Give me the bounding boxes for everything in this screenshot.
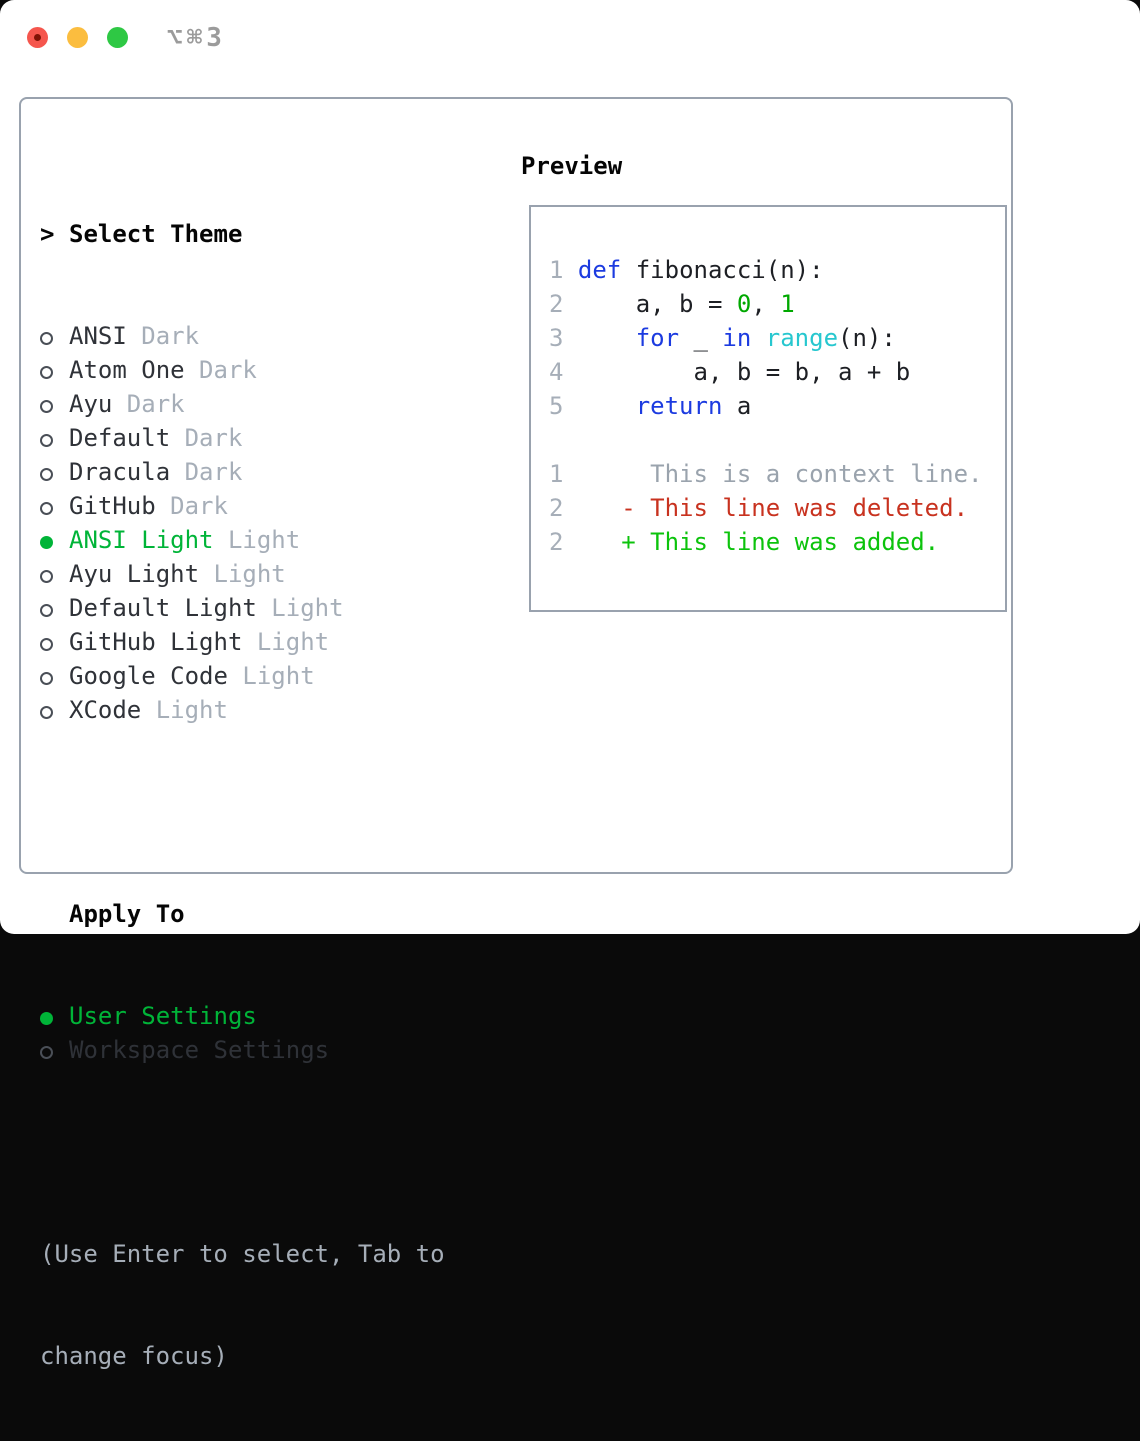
radio-icon: [40, 332, 53, 345]
theme-name: Google Code: [69, 662, 228, 690]
theme-option[interactable]: XCode Light: [40, 693, 445, 727]
line-number: 2: [549, 290, 578, 318]
line-number: 2: [549, 528, 563, 556]
theme-name: Ayu: [69, 390, 112, 418]
radio-icon: [40, 1046, 53, 1059]
radio-selected-icon: [40, 536, 53, 549]
theme-name: XCode: [69, 696, 141, 724]
code-line: 5 return a: [549, 389, 1005, 423]
traffic-light-minimize-icon[interactable]: [67, 27, 88, 48]
theme-option[interactable]: Default Dark: [40, 421, 445, 455]
diff-line-deleted: 2 - This line was deleted.: [549, 491, 1005, 525]
theme-name: ANSI: [69, 322, 127, 350]
theme-variant: Dark: [156, 492, 228, 520]
select-theme-title: Select Theme: [69, 220, 242, 248]
apply-option[interactable]: User Settings: [40, 999, 445, 1033]
radio-icon: [40, 706, 53, 719]
theme-option[interactable]: Ayu Dark: [40, 387, 445, 421]
theme-option[interactable]: Atom One Dark: [40, 353, 445, 387]
theme-variant: Light: [228, 662, 315, 690]
hint-text-line-2: change focus): [40, 1339, 445, 1373]
radio-icon: [40, 604, 53, 617]
theme-variant: Dark: [112, 390, 184, 418]
theme-name: Dracula: [69, 458, 170, 486]
theme-variant: Light: [242, 628, 329, 656]
theme-option[interactable]: Default Light Light: [40, 591, 445, 625]
radio-icon: [40, 638, 53, 651]
radio-icon: [40, 468, 53, 481]
apply-option[interactable]: Workspace Settings: [40, 1033, 445, 1067]
preview-title: Preview: [521, 149, 1007, 183]
blank-line: [549, 423, 1005, 457]
theme-name: ANSI Light: [69, 526, 214, 554]
theme-variant: Dark: [170, 424, 242, 452]
cursor-prefix-icon: >: [40, 217, 69, 251]
radio-selected-icon: [40, 1012, 53, 1025]
radio-icon: [40, 502, 53, 515]
code-line: 1 def fibonacci(n):: [549, 253, 1005, 287]
spacer: [40, 795, 445, 829]
line-number: 1: [549, 256, 578, 284]
theme-variant: Light: [141, 696, 228, 724]
theme-variant: Dark: [170, 458, 242, 486]
radio-icon: [40, 400, 53, 413]
apply-to-header: Apply To: [40, 897, 445, 931]
theme-variant: Dark: [185, 356, 257, 384]
spacer: [40, 1135, 445, 1169]
diff-line-context: 1 This is a context line.: [549, 457, 1005, 491]
code-line: 3 for _ in range(n):: [549, 321, 1005, 355]
apply-label: Workspace Settings: [69, 1036, 329, 1064]
line-number: 1: [549, 460, 563, 488]
traffic-light-close-icon[interactable]: [27, 27, 48, 48]
line-number: 4: [549, 358, 578, 386]
close-dot-icon: [34, 34, 41, 41]
line-number: 3: [549, 324, 578, 352]
theme-variant: Light: [257, 594, 344, 622]
theme-variant: Dark: [127, 322, 199, 350]
window-title: ⌥⌘3: [167, 23, 226, 53]
theme-name: Default Light: [69, 594, 257, 622]
theme-option[interactable]: Dracula Dark: [40, 455, 445, 489]
theme-name: GitHub: [69, 492, 156, 520]
line-number: 2: [549, 494, 563, 522]
hint-text-line-1: (Use Enter to select, Tab to: [40, 1237, 445, 1271]
theme-variant: Light: [199, 560, 286, 588]
select-theme-header: >Select Theme: [40, 217, 445, 251]
theme-option[interactable]: ANSI Dark: [40, 319, 445, 353]
diff-line-added: 2 + This line was added.: [549, 525, 1005, 559]
line-number: 5: [549, 392, 578, 420]
apply-label: User Settings: [69, 1002, 257, 1030]
theme-name: GitHub Light: [69, 628, 242, 656]
theme-option[interactable]: ANSI Light Light: [40, 523, 445, 557]
theme-name: Ayu Light: [69, 560, 199, 588]
radio-icon: [40, 366, 53, 379]
theme-option[interactable]: Ayu Light Light: [40, 557, 445, 591]
traffic-light-zoom-icon[interactable]: [107, 27, 128, 48]
theme-variant: Light: [214, 526, 301, 554]
radio-icon: [40, 434, 53, 447]
code-line: 2 a, b = 0, 1: [549, 287, 1005, 321]
radio-icon: [40, 570, 53, 583]
theme-option[interactable]: GitHub Dark: [40, 489, 445, 523]
theme-option[interactable]: Google Code Light: [40, 659, 445, 693]
theme-option[interactable]: GitHub Light Light: [40, 625, 445, 659]
theme-name: Default: [69, 424, 170, 452]
theme-name: Atom One: [69, 356, 185, 384]
preview-panel: Preview 1 def fibonacci(n):2 a, b = 0, 1…: [521, 149, 1007, 612]
radio-icon: [40, 672, 53, 685]
code-line: 4 a, b = b, a + b: [549, 355, 1005, 389]
